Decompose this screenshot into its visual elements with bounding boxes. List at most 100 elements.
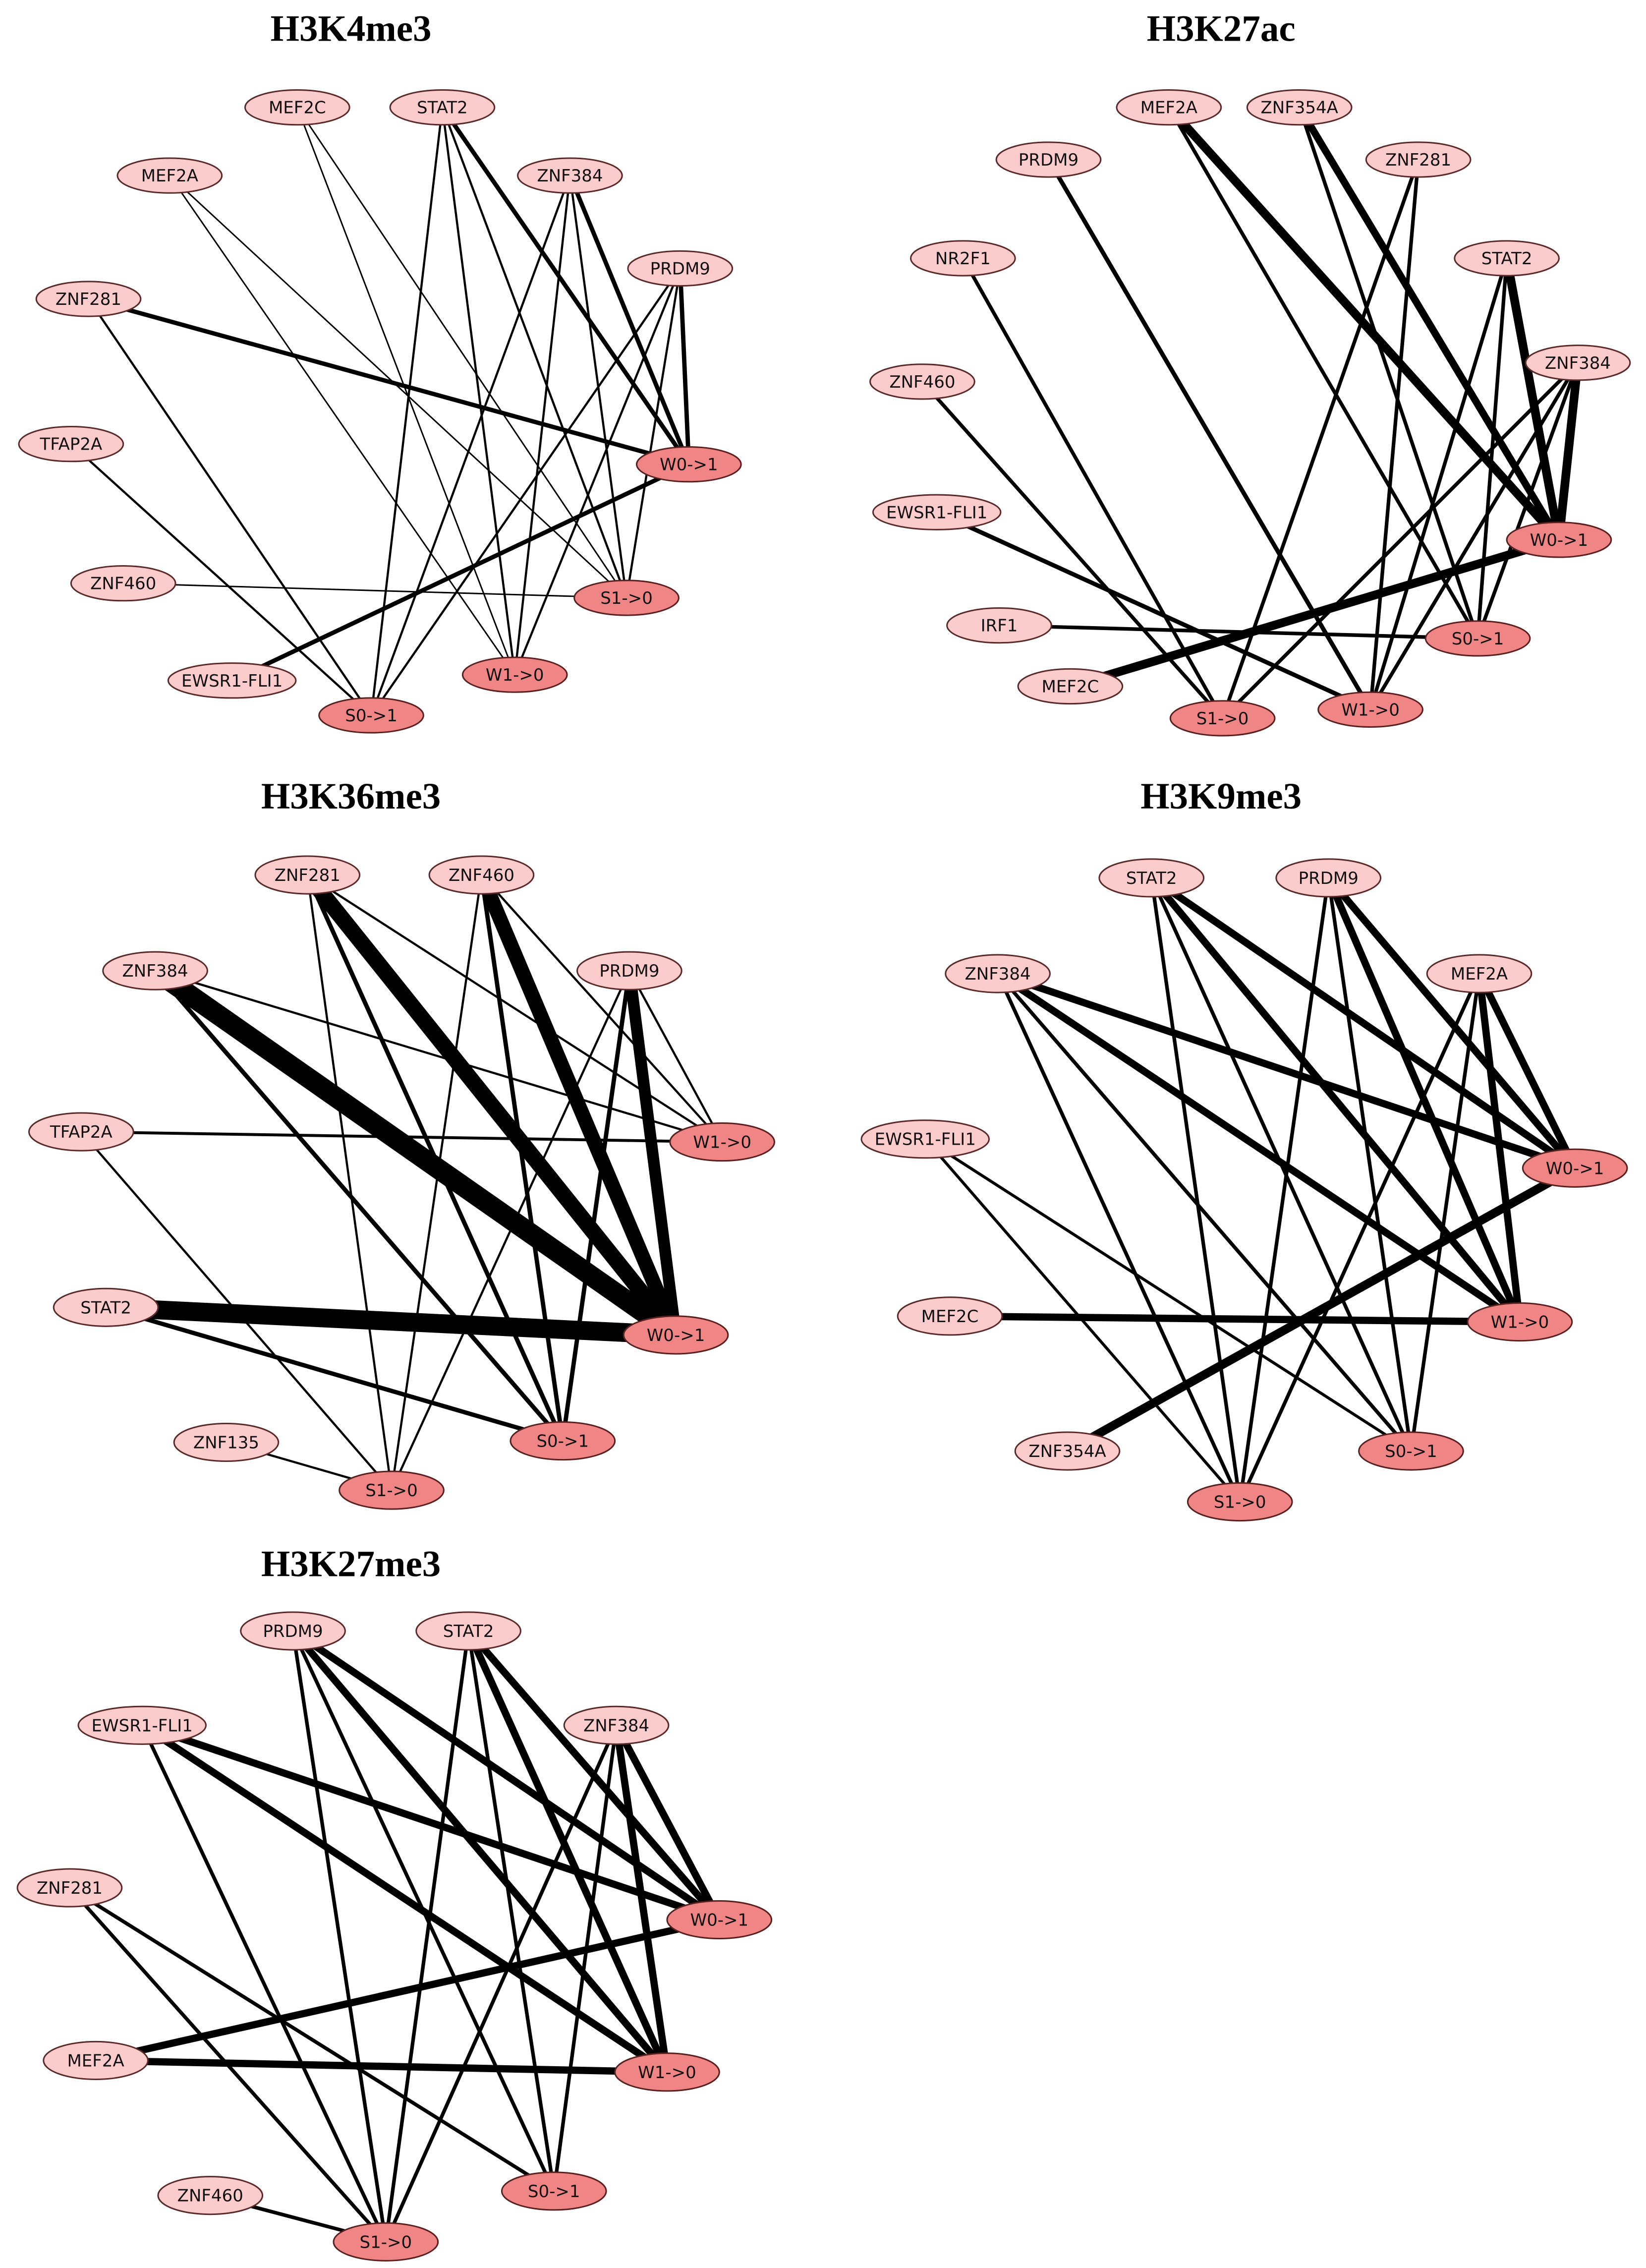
node-label: S1->0 [600, 588, 653, 608]
node-w1-0[interactable]: W1->0 [1317, 691, 1423, 728]
node-mef2a[interactable]: MEF2A [43, 2040, 149, 2080]
node-prdm9[interactable]: PRDM9 [995, 141, 1102, 178]
node-s1-0[interactable]: S1->0 [1187, 1482, 1293, 1522]
node-s1-0[interactable]: S1->0 [573, 580, 680, 616]
node-s1-0[interactable]: S1->0 [333, 2222, 439, 2262]
edge-prdm9-to-s01 [560, 968, 632, 1443]
edge-znf281-to-s10 [1220, 158, 1420, 720]
edge-znf384-to-w10 [1368, 361, 1580, 711]
node-znf460[interactable]: ZNF460 [157, 2176, 264, 2215]
node-label: MEF2C [921, 1307, 979, 1327]
node-znf460[interactable]: ZNF460 [869, 363, 975, 400]
node-mef2a[interactable]: MEF2A [116, 157, 223, 194]
edge-znf384-to-s10 [384, 1723, 619, 2244]
node-mef2c[interactable]: MEF2C [1017, 668, 1124, 705]
node-tfap2a[interactable]: TFAP2A [18, 426, 124, 463]
node-ewsr1-fli1[interactable]: EWSR1-FLI1 [77, 1705, 207, 1745]
node-s0-1[interactable]: S0->1 [510, 1421, 616, 1461]
node-label: S1->0 [1196, 709, 1249, 729]
node-mef2a[interactable]: MEF2A [1426, 954, 1532, 993]
node-label: W1->0 [1491, 1313, 1549, 1333]
node-stat2[interactable]: STAT2 [53, 1287, 159, 1327]
node-prdm9[interactable]: PRDM9 [627, 250, 734, 287]
node-prdm9[interactable]: PRDM9 [1275, 858, 1382, 898]
node-w0-1[interactable]: W0->1 [666, 1900, 773, 1940]
node-s0-1[interactable]: S0->1 [1424, 620, 1531, 657]
node-w1-0[interactable]: W1->0 [461, 656, 568, 693]
node-nr2f1[interactable]: NR2F1 [910, 240, 1016, 277]
node-label: EWSR1-FLI1 [886, 503, 987, 523]
node-znf281[interactable]: ZNF281 [254, 855, 361, 895]
node-stat2[interactable]: STAT2 [1454, 240, 1560, 277]
tf-node-shape [946, 607, 1052, 644]
edge-stat2-to-s10 [384, 1629, 470, 2244]
node-s1-0[interactable]: S1->0 [1169, 700, 1276, 737]
tf-node-shape [240, 1611, 346, 1651]
node-label: S0->1 [1452, 629, 1504, 649]
node-w1-0[interactable]: W1->0 [1467, 1302, 1573, 1342]
edge-stat2-to-w10 [464, 1627, 671, 2076]
node-label: TFAP2A [50, 1122, 113, 1142]
node-znf281[interactable]: ZNF281 [1365, 141, 1472, 178]
node-mef2c[interactable]: MEF2C [244, 89, 350, 126]
node-ewsr1-fli1[interactable]: EWSR1-FLI1 [860, 1119, 990, 1159]
node-znf135[interactable]: ZNF135 [173, 1422, 280, 1462]
node-znf384[interactable]: ZNF384 [563, 1705, 670, 1745]
state-node-shape [1506, 522, 1612, 558]
node-label: TFAP2A [39, 435, 102, 455]
node-znf384[interactable]: ZNF384 [102, 951, 208, 990]
node-w0-1[interactable]: W0->1 [1522, 1148, 1628, 1188]
node-s0-1[interactable]: S0->1 [1358, 1431, 1464, 1471]
edge-znf384-to-w01 [994, 970, 1579, 1172]
node-znf384[interactable]: ZNF384 [517, 157, 623, 194]
node-w1-0[interactable]: W1->0 [669, 1122, 775, 1162]
node-ewsr1-fli1[interactable]: EWSR1-FLI1 [872, 494, 1002, 530]
edge-prdm9-to-w01 [678, 266, 691, 467]
tf-node-shape [77, 1705, 207, 1745]
edge-prdm9-to-w10 [1324, 874, 1524, 1326]
node-stat2[interactable]: STAT2 [389, 89, 496, 126]
node-w0-1[interactable]: W0->1 [1506, 522, 1612, 558]
node-s0-1[interactable]: S0->1 [318, 697, 424, 734]
node-mef2c[interactable]: MEF2C [897, 1296, 1003, 1336]
edges [923, 874, 1580, 1504]
node-znf384[interactable]: ZNF384 [1525, 345, 1631, 381]
tf-node-shape [18, 426, 124, 463]
edge-mef2a-to-w01 [1164, 103, 1564, 544]
edge-znf281-to-w10 [306, 873, 724, 1143]
tf-node-shape [70, 565, 176, 602]
node-stat2[interactable]: STAT2 [1098, 858, 1205, 898]
node-prdm9[interactable]: PRDM9 [576, 951, 682, 990]
node-znf460[interactable]: ZNF460 [70, 565, 176, 602]
node-znf281[interactable]: ZNF281 [35, 281, 142, 317]
tf-node-shape [1017, 668, 1124, 705]
state-node-shape [510, 1421, 616, 1461]
node-ewsr1-fli1[interactable]: EWSR1-FLI1 [167, 662, 297, 699]
node-w1-0[interactable]: W1->0 [614, 2052, 720, 2092]
edge-nr2f1-to-s10 [961, 256, 1225, 720]
node-label: MEF2A [67, 2051, 124, 2071]
edge-znf281-to-w10 [1368, 158, 1420, 711]
node-label: EWSR1-FLI1 [875, 1130, 976, 1150]
node-znf384[interactable]: ZNF384 [945, 954, 1051, 993]
node-label: EWSR1-FLI1 [92, 1716, 193, 1736]
node-s1-0[interactable]: S1->0 [339, 1470, 445, 1510]
edge-mef2a-to-w10 [92, 2057, 671, 2076]
node-znf354a[interactable]: ZNF354A [1246, 89, 1353, 126]
node-label: S0->1 [536, 1432, 589, 1452]
node-znf460[interactable]: ZNF460 [428, 855, 535, 895]
node-stat2[interactable]: STAT2 [415, 1611, 521, 1651]
node-mef2a[interactable]: MEF2A [1116, 89, 1222, 126]
node-prdm9[interactable]: PRDM9 [240, 1611, 346, 1651]
node-znf354a[interactable]: ZNF354A [1014, 1431, 1121, 1471]
node-w0-1[interactable]: W0->1 [623, 1315, 729, 1355]
node-znf281[interactable]: ZNF281 [16, 1868, 123, 1908]
node-tfap2a[interactable]: TFAP2A [28, 1112, 134, 1152]
node-s0-1[interactable]: S0->1 [501, 2171, 607, 2211]
node-label: S0->1 [528, 2182, 580, 2202]
node-w0-1[interactable]: W0->1 [636, 446, 742, 483]
edge-znf384-to-s01 [996, 972, 1413, 1453]
state-node-shape [669, 1122, 775, 1162]
node-irf1[interactable]: IRF1 [946, 607, 1052, 644]
